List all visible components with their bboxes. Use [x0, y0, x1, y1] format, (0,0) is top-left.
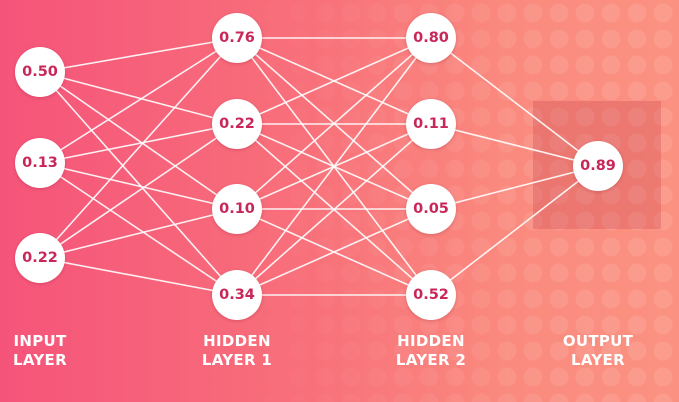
hidden1-node: 0.10 [212, 184, 262, 234]
connection-line [430, 123, 599, 167]
input-node: 0.50 [15, 47, 65, 97]
connection-line [236, 37, 432, 210]
hidden1-node: 0.22 [212, 99, 262, 149]
connection-line [39, 37, 238, 259]
label-line-2: LAYER 2 [395, 351, 467, 369]
hidden2-node: 0.11 [406, 99, 456, 149]
input-node: 0.22 [15, 233, 65, 283]
hidden-layer-1-label: HIDDEN LAYER 1 [177, 332, 297, 370]
label-line-2: LAYER [571, 351, 625, 369]
label-line-1: HIDDEN [203, 332, 271, 350]
label-line-2: LAYER 1 [201, 351, 273, 369]
connection-line [39, 71, 238, 296]
connection-line [39, 123, 238, 164]
connection-line [430, 165, 599, 296]
connection-line [39, 162, 238, 210]
connection-line [236, 37, 432, 296]
connection-line [236, 37, 432, 125]
connection-line [39, 37, 238, 164]
connection-line [430, 37, 599, 167]
connection-line [236, 208, 432, 296]
label-line-1: INPUT [13, 332, 67, 350]
connection-line [39, 257, 238, 296]
hidden2-node: 0.80 [406, 13, 456, 63]
connection-line [39, 208, 238, 259]
input-layer-label: INPUT LAYER [0, 332, 100, 370]
input-node: 0.13 [15, 138, 65, 188]
label-line-1: OUTPUT [562, 332, 634, 350]
hidden2-node: 0.52 [406, 270, 456, 320]
hidden-layer-2-label: HIDDEN LAYER 2 [371, 332, 491, 370]
connection-line [39, 71, 238, 125]
hidden1-node: 0.34 [212, 270, 262, 320]
connection-line [236, 123, 432, 296]
connection-line [39, 123, 238, 259]
connection-line [430, 165, 599, 210]
output-layer-label: OUTPUT LAYER [538, 332, 658, 370]
connection-line [39, 71, 238, 210]
label-line-1: HIDDEN [397, 332, 465, 350]
hidden1-node: 0.76 [212, 13, 262, 63]
output-node: 0.89 [573, 141, 623, 191]
connection-line [39, 162, 238, 296]
hidden2-node: 0.05 [406, 184, 456, 234]
label-line-2: LAYER [13, 351, 67, 369]
connection-line [39, 37, 238, 73]
